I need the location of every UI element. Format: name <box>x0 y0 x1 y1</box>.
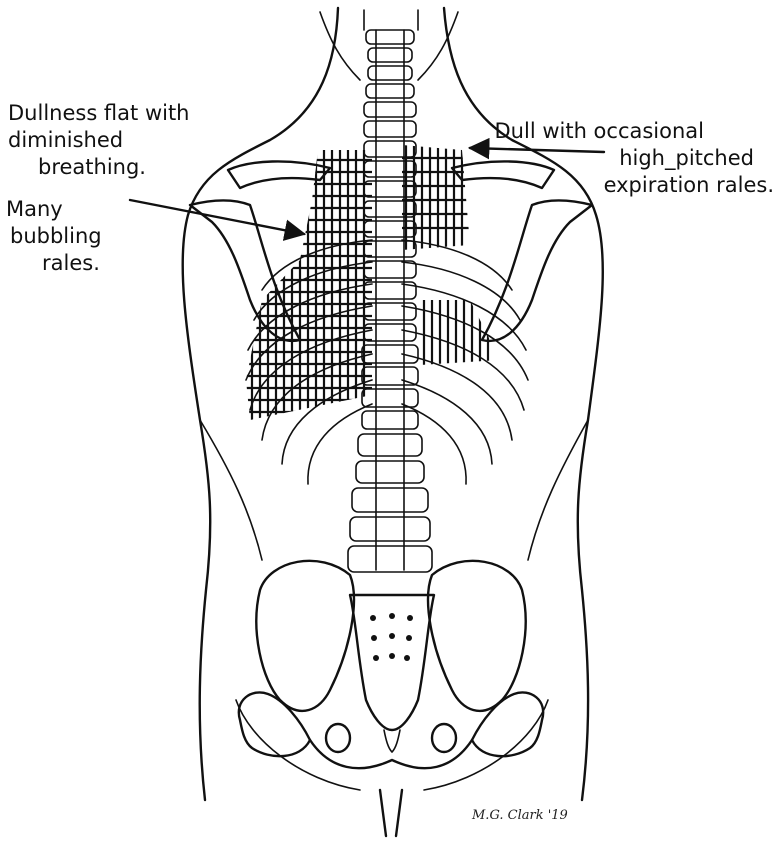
annotation-dullness-line1: Dullness flat with <box>8 100 190 127</box>
annotation-bubbling-line3: rales. <box>6 250 102 277</box>
pelvis <box>239 561 543 768</box>
left-lung-hatching <box>240 150 372 430</box>
annotation-dullness-line3: breathing. <box>8 154 190 181</box>
annotation-dull-line1: Dull with occasional <box>495 118 775 145</box>
annotation-dull-line2: high_pitched <box>495 145 775 172</box>
annotation-dull-line3: expiration rales. <box>495 172 775 199</box>
annotation-bubbling-line2: bubbling <box>6 223 102 250</box>
annotation-dull-occasional: Dull with occasional high_pitched expira… <box>495 118 775 199</box>
annotation-bubbling-line1: Many <box>6 196 102 223</box>
annotation-dullness-flat: Dullness flat with diminished breathing. <box>8 100 190 181</box>
annotation-bubbling-rales: Many bubbling rales. <box>6 196 102 277</box>
annotation-dullness-line2: diminished <box>8 127 190 154</box>
artist-signature: M.G. Clark '19 <box>472 808 568 823</box>
rib-cage <box>246 240 528 484</box>
right-lower-hatching <box>424 300 488 365</box>
